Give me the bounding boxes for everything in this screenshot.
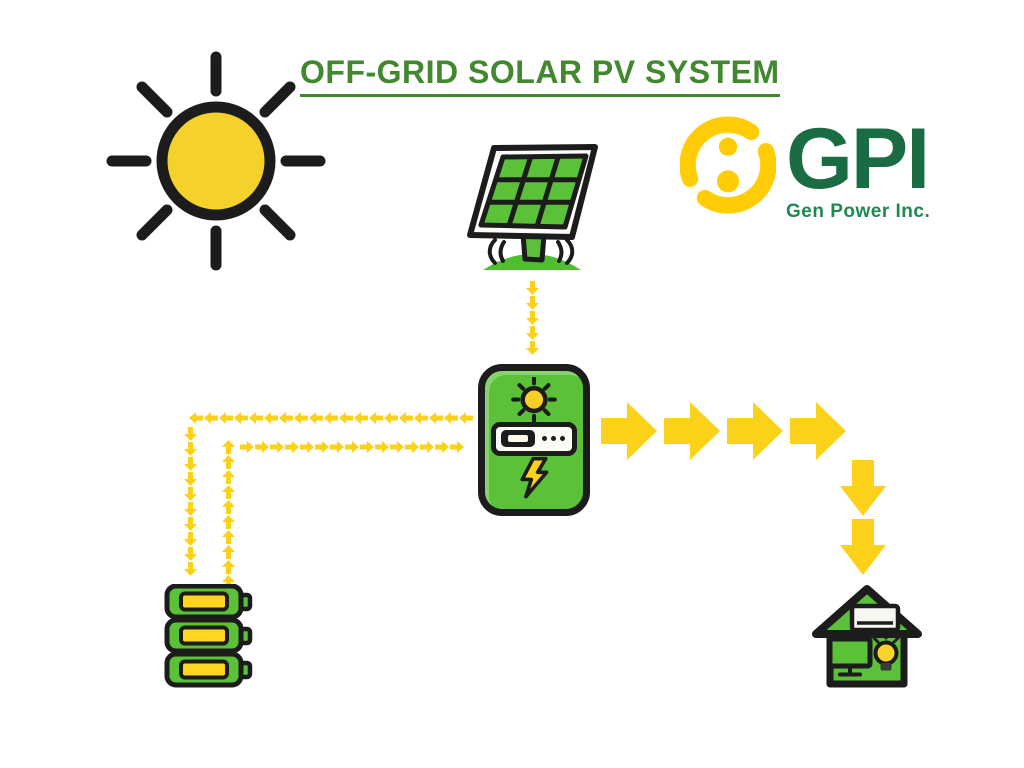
flow-controller-to-battery-vertical: [184, 427, 197, 576]
flow-controller-to-battery-horizontal: [189, 412, 473, 424]
arrow-right-icon: [300, 441, 314, 453]
arrow-right-icon: [405, 441, 419, 453]
arrow-down-icon: [526, 341, 539, 355]
arrow-down-icon: [184, 472, 197, 486]
big-arrow-right-icon: [727, 402, 783, 460]
arrow-left-icon: [339, 412, 353, 424]
arrow-right-icon: [420, 441, 434, 453]
arrow-right-icon: [285, 441, 299, 453]
arrow-down-icon: [184, 562, 197, 576]
arrow-down-icon: [184, 517, 197, 531]
arrow-right-icon: [435, 441, 449, 453]
controller-display-bar: [508, 435, 528, 443]
controller-sun-icon: [511, 377, 557, 423]
house-loads-icon: [812, 585, 922, 688]
big-arrow-right-icon: [790, 402, 846, 460]
arrow-right-icon: [270, 441, 284, 453]
big-arrow-right-icon: [664, 402, 720, 460]
arrow-left-icon: [294, 412, 308, 424]
arrow-up-icon: [222, 470, 235, 484]
air-conditioner-icon: [849, 603, 901, 635]
arrow-right-icon: [390, 441, 404, 453]
arrow-left-icon: [354, 412, 368, 424]
arrow-down-icon: [526, 311, 539, 325]
arrow-up-icon: [222, 485, 235, 499]
page-title: OFF-GRID SOLAR PV SYSTEM: [300, 54, 780, 97]
arrow-down-icon: [184, 487, 197, 501]
arrow-down-icon: [184, 532, 197, 546]
arrow-right-icon: [330, 441, 344, 453]
arrow-up-icon: [222, 500, 235, 514]
company-logo: GPI Gen Power Inc.: [680, 112, 930, 223]
controller-display: [491, 422, 577, 456]
arrow-up-icon: [222, 440, 235, 454]
arrow-up-icon: [222, 560, 235, 574]
arrow-left-icon: [249, 412, 263, 424]
arrow-left-icon: [309, 412, 323, 424]
arrow-up-icon: [222, 575, 235, 589]
arrow-left-icon: [414, 412, 428, 424]
arrow-left-icon: [399, 412, 413, 424]
arrow-down-icon: [526, 281, 539, 295]
arrow-up-icon: [222, 545, 235, 559]
big-arrow-down-icon: [840, 519, 886, 575]
flow-controller-to-house-horizontal: [601, 402, 846, 460]
battery-bank-icon: [164, 584, 253, 688]
arrow-left-icon: [234, 412, 248, 424]
logo-company-name: Gen Power Inc.: [786, 201, 931, 222]
arrow-right-icon: [450, 441, 464, 453]
arrow-left-icon: [384, 412, 398, 424]
arrow-right-icon: [255, 441, 269, 453]
arrow-left-icon: [219, 412, 233, 424]
flow-battery-to-controller-horizontal: [240, 441, 464, 453]
arrow-down-icon: [526, 326, 539, 340]
arrow-left-icon: [429, 412, 443, 424]
arrow-left-icon: [204, 412, 218, 424]
arrow-down-icon: [526, 296, 539, 310]
monitor-icon: [827, 636, 873, 677]
arrow-down-icon: [184, 427, 197, 441]
light-bulb-icon: [872, 631, 900, 671]
flow-battery-to-controller-vertical: [222, 440, 235, 589]
arrow-right-icon: [345, 441, 359, 453]
arrow-down-icon: [184, 442, 197, 456]
arrow-right-icon: [375, 441, 389, 453]
arrow-left-icon: [264, 412, 278, 424]
arrow-left-icon: [279, 412, 293, 424]
arrow-left-icon: [189, 412, 203, 424]
lightning-bolt-icon: [520, 456, 549, 499]
controller-display-window: [501, 430, 535, 448]
flow-controller-to-house-vertical: [838, 460, 888, 575]
grass: [483, 254, 581, 270]
arrow-up-icon: [222, 515, 235, 529]
charge-controller-icon: [478, 364, 590, 516]
controller-display-dots: [542, 436, 565, 442]
arrow-left-icon: [459, 412, 473, 424]
arrow-right-icon: [360, 441, 374, 453]
arrow-down-icon: [184, 502, 197, 516]
arrow-right-icon: [315, 441, 329, 453]
solar-panel-icon: [467, 144, 598, 270]
arrow-up-icon: [222, 530, 235, 544]
arrow-left-icon: [324, 412, 338, 424]
arrow-down-icon: [184, 547, 197, 561]
arrow-down-icon: [184, 457, 197, 471]
arrow-left-icon: [444, 412, 458, 424]
arrow-left-icon: [369, 412, 383, 424]
logo-acronym: GPI: [786, 111, 930, 207]
big-arrow-down-icon: [840, 460, 886, 516]
gpi-logo-mark-icon: [680, 116, 776, 214]
flow-panel-to-controller: [526, 281, 539, 355]
arrow-right-icon: [240, 441, 254, 453]
sun-icon: [106, 51, 326, 271]
big-arrow-right-icon: [601, 402, 657, 460]
arrow-up-icon: [222, 455, 235, 469]
